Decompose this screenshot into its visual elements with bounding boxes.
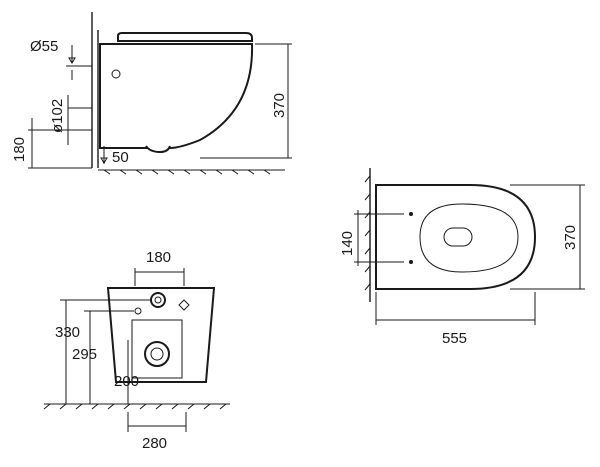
rear-floor-hatch [43,403,230,410]
top-bowl-opening [419,203,519,273]
top-outlet-hole [443,227,473,247]
dim-inlet-spacing: 180 [146,249,171,266]
side-floor-hatch [98,169,285,175]
dim-length: 555 [442,330,467,347]
dim-inlet-height: 330 [55,324,80,341]
top-seat [375,184,537,290]
side-outlet [145,145,171,154]
rear-view: 180 330 295 200 280 [43,249,230,452]
dim-base-offset: 50 [112,149,129,166]
side-view: Ø55 ø102 180 370 50 [11,12,292,175]
top-view: 140 370 555 [339,168,585,347]
dim-rear-outlet-height: 200 [114,373,139,390]
dim-top-inlet-diameter: Ø55 [30,38,58,55]
dim-top-width: 370 [562,225,579,250]
dim-outlet-diameter: ø102 [49,99,66,133]
side-bowl [99,43,254,149]
top-wall-hatch [364,175,371,291]
rear-bolt-right [178,299,190,311]
dim-bolt-spacing: 140 [339,231,356,256]
side-inlet-hole [111,69,121,79]
dim-side-height: 370 [271,93,288,118]
side-lid [117,32,253,42]
dim-outlet-height: 180 [11,137,28,162]
rear-body [106,287,216,383]
top-bolt-hole-upper [409,212,413,216]
rear-outlet [144,341,170,367]
top-bolt-hole-lower [409,260,413,264]
dim-rear-bolt-spacing: 280 [142,435,167,452]
dim-bolt-height: 295 [72,346,97,363]
rear-recess [131,319,183,379]
rear-bolt-left [134,307,142,315]
rear-inlet [150,292,166,308]
